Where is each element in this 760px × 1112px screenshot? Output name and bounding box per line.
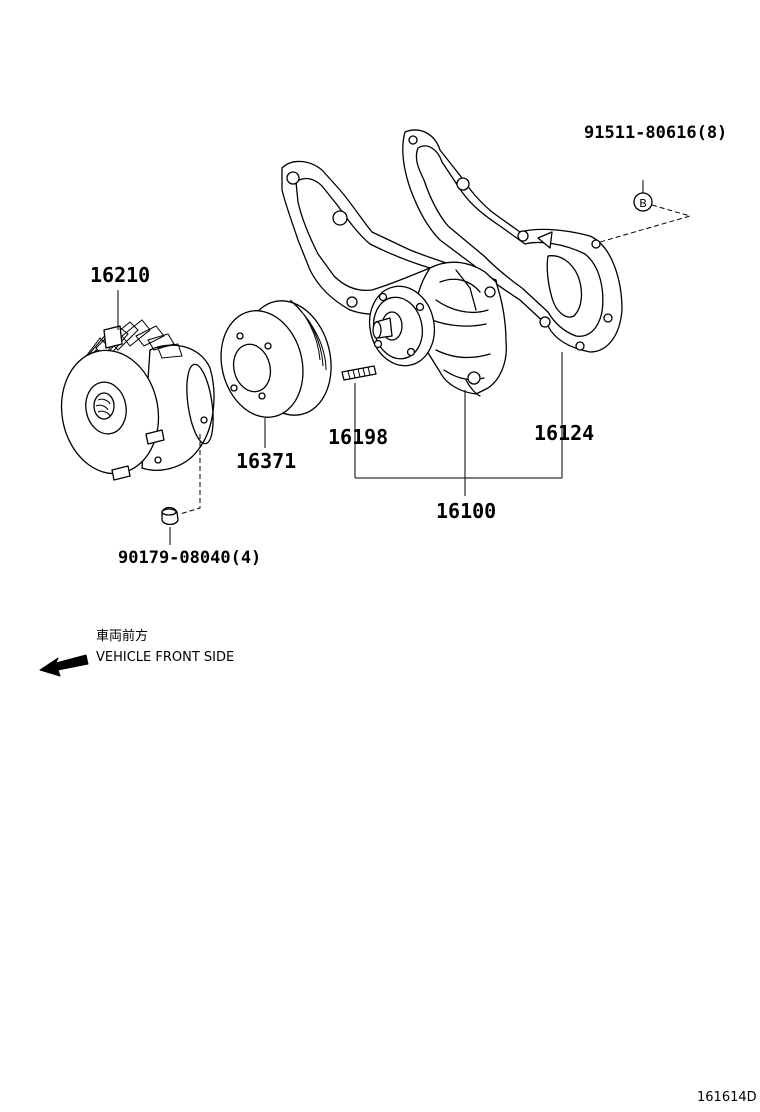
water-pump-16100 bbox=[368, 261, 507, 397]
label-16371: 16371 bbox=[236, 449, 296, 473]
stud-16198 bbox=[341, 365, 377, 381]
orientation-label-ja: 車両前方 bbox=[96, 628, 148, 644]
label-91511-80616: 91511-80616(8) bbox=[584, 123, 727, 143]
label-16124: 16124 bbox=[534, 421, 594, 445]
gasket-16124 bbox=[402, 129, 623, 353]
label-16198: 16198 bbox=[328, 425, 388, 449]
label-16210: 16210 bbox=[90, 263, 150, 287]
bolt-marker-b: B bbox=[633, 192, 653, 212]
front-direction-arrow bbox=[39, 654, 89, 677]
nut-90179 bbox=[161, 506, 179, 526]
label-90179-08040: 90179-08040(4) bbox=[118, 548, 261, 568]
bolt-marker-b-letter: B bbox=[639, 197, 647, 210]
label-16100: 16100 bbox=[436, 499, 496, 523]
pulley-16371 bbox=[220, 299, 332, 418]
leader-lines bbox=[117, 180, 692, 545]
fan-clutch-16210 bbox=[60, 319, 215, 481]
figure-code: 161614D bbox=[697, 1090, 757, 1105]
orientation-label-en: VEHICLE FRONT SIDE bbox=[96, 650, 234, 665]
